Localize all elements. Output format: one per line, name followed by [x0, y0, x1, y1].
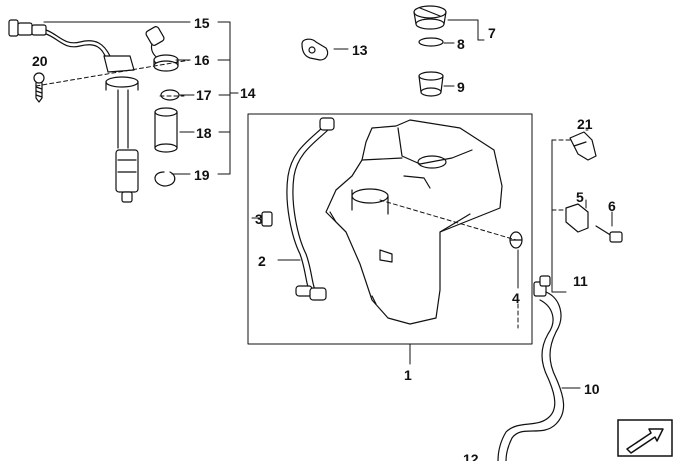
dashed-leaders-right: [551, 139, 571, 211]
pump-body-part-15: [115, 149, 139, 203]
callout-18: 18: [196, 125, 212, 141]
pump-sensor-part-15: [8, 19, 111, 59]
sensor-part-21: [569, 131, 597, 161]
seal-part-8: [418, 37, 444, 47]
neck-part-9: [418, 71, 444, 97]
callout-1: 1: [404, 367, 412, 383]
callout-14: 14: [240, 85, 256, 101]
callout-10: 10: [584, 381, 600, 397]
callout-17: 17: [196, 87, 212, 103]
callout-8: 8: [457, 36, 465, 52]
expansion-tank-part-1: [325, 119, 503, 325]
callout-13: 13: [352, 42, 368, 58]
callout-4: 4: [512, 290, 520, 306]
callout-21: 21: [577, 116, 593, 132]
clip-part-13: [301, 38, 329, 61]
leaders-right: [551, 129, 613, 293]
overflow-hose-part-10: [497, 291, 565, 461]
callout-3: 3: [255, 211, 263, 227]
filler-cap-part-7: [413, 5, 447, 30]
callout-9: 9: [457, 79, 465, 95]
clamp-part-3: [261, 211, 273, 227]
callout-7: 7: [488, 25, 496, 41]
leader-lines-left-group: [43, 21, 239, 175]
callout-19: 19: [194, 167, 210, 183]
fitting-part-11: [533, 275, 551, 297]
dashed-leaders-center: [379, 199, 519, 329]
vent-hose-part-2: [286, 117, 335, 301]
pump-head-part-15: [103, 55, 139, 149]
circlip-part-19: [154, 171, 176, 187]
leaders-7-8-9: [443, 19, 485, 87]
callout-2: 2: [258, 253, 266, 269]
callout-16: 16: [194, 52, 210, 68]
callout-20: 20: [32, 53, 48, 69]
filter-part-18: [154, 107, 178, 153]
leaders-center: [251, 217, 519, 365]
callout-11: 11: [573, 273, 588, 289]
bracket-part-5: [565, 203, 589, 233]
arrow-box-icon: [617, 419, 673, 457]
screw-part-20: [33, 72, 45, 103]
hose-part-16: [145, 26, 179, 72]
callout-15: 15: [194, 15, 210, 31]
callout-12: 12: [463, 451, 479, 461]
tank-frame: [247, 113, 533, 345]
bolt-part-6: [595, 225, 623, 243]
callout-5: 5: [576, 189, 584, 205]
callout-6: 6: [608, 198, 616, 214]
o-ring-part-17: [160, 89, 180, 101]
